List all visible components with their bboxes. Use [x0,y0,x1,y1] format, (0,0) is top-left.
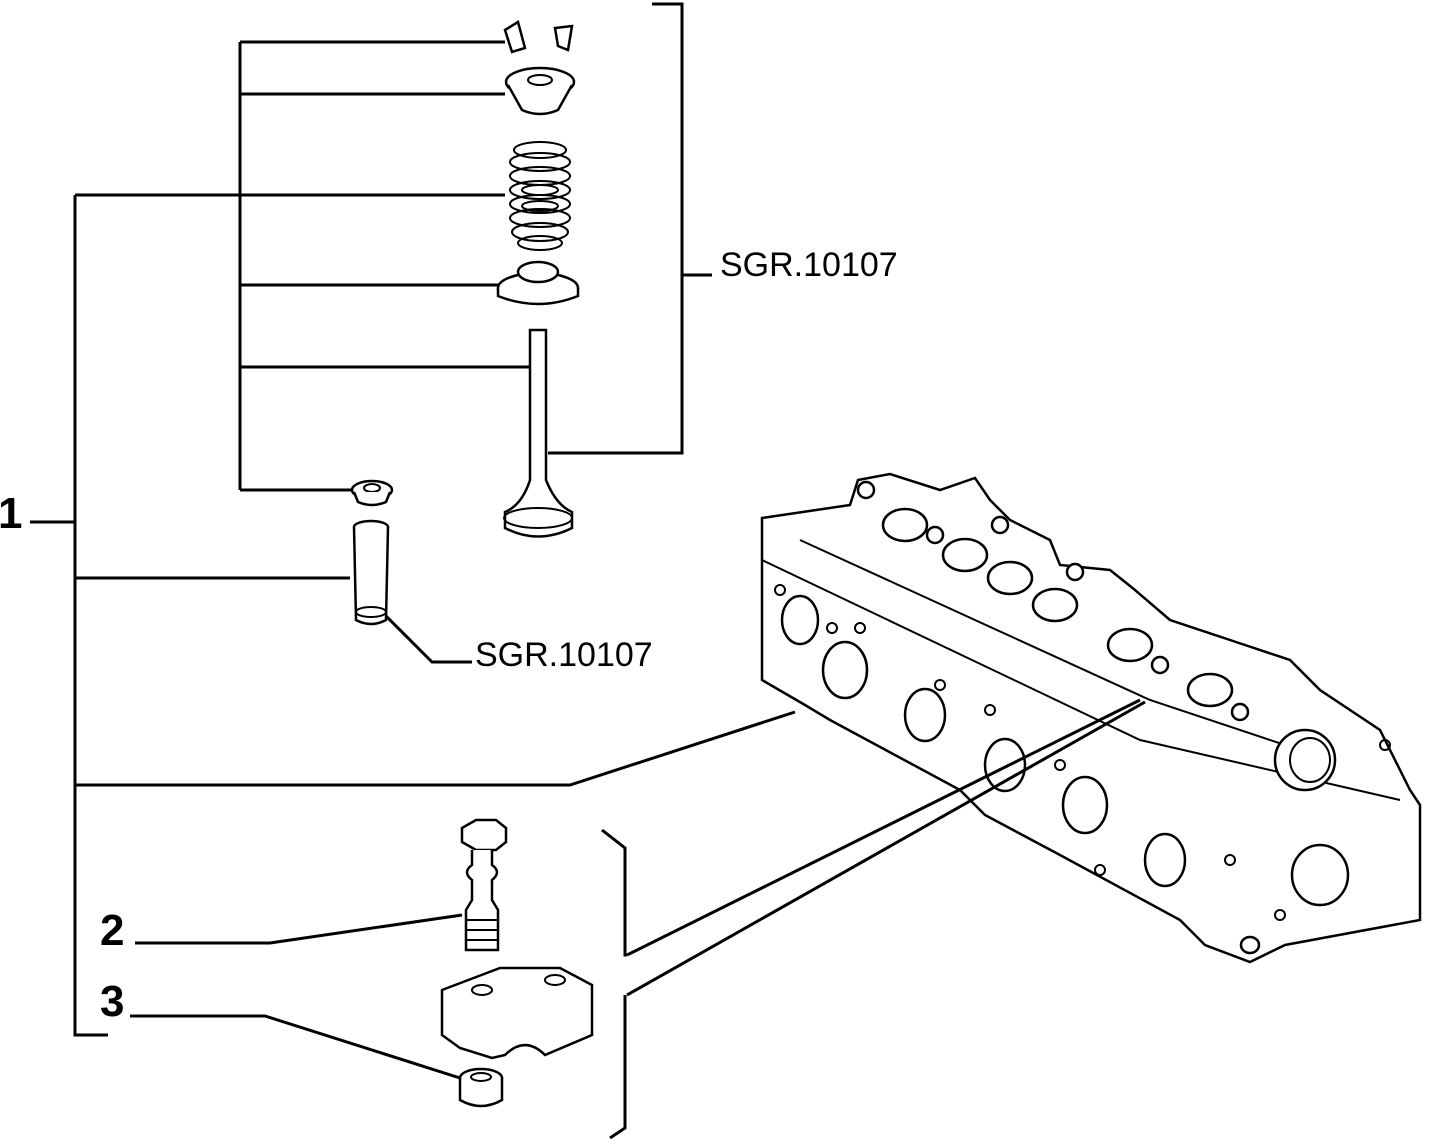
valve-icon [503,328,574,538]
callout-2-leader [135,913,463,945]
valve-stem-seal-icon [350,479,394,507]
callout-3-label: 3 [100,977,124,1026]
valve-parts-bracket [238,40,530,492]
cylinder-head-icon [760,472,1422,964]
valve-guide-ref-leader [378,608,472,664]
valve-spring-icon [509,141,571,251]
valve-collets-icon [503,20,574,54]
callout-2-label: 2 [100,906,124,955]
cap-bolt-icon [460,818,508,952]
spring-seat-lower-icon [496,260,580,306]
callout-3-leader [130,1014,461,1080]
valve-assembly-ref-bracket [548,2,712,455]
dowel-bushing-icon [458,1067,504,1108]
valve-guide-ref-label: SGR.10107 [475,636,653,674]
camshaft-bearing-cap-icon [440,966,594,1060]
callout-1-label: 1 [0,489,22,538]
spring-retainer-upper-icon [504,66,576,116]
callout-1-bracket [30,193,796,1037]
valve-assembly-ref-label: SGR.10107 [720,246,898,284]
camshaft-cap-bracket [601,698,1146,1140]
valve-guide-icon [352,519,390,626]
